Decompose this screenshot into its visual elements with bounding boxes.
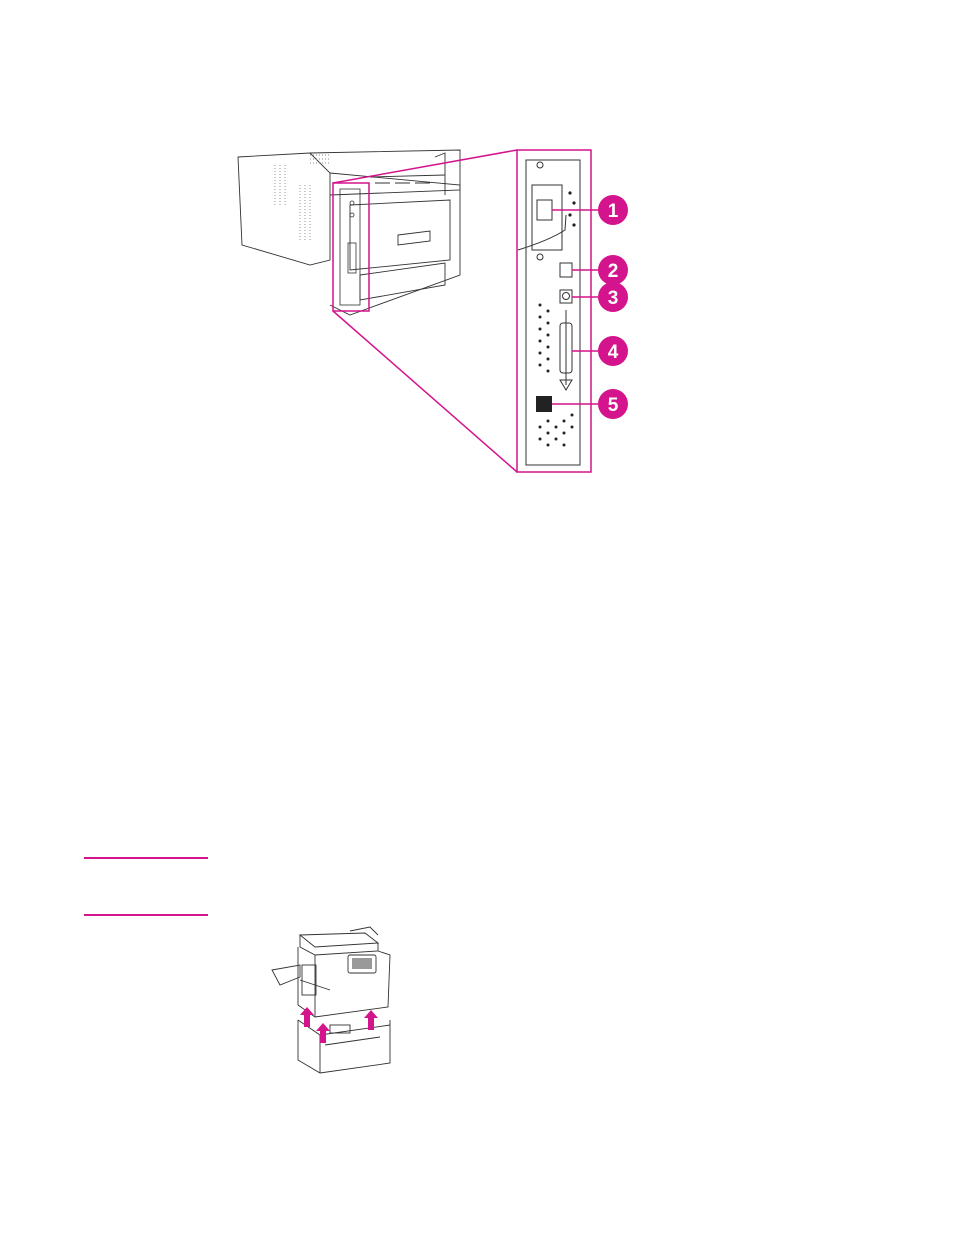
tray-removal-illustration [270, 925, 405, 1075]
callout-1: 1 [608, 201, 619, 222]
callout-5: 5 [608, 395, 619, 416]
interface-panel-highlight [333, 183, 369, 311]
callout-4: 4 [608, 342, 619, 363]
callout-2: 2 [608, 261, 619, 282]
note-rule-top [84, 857, 208, 859]
callout-3: 3 [608, 288, 619, 309]
note-rule-bottom [84, 914, 208, 916]
rear-interface-illustration: 1 2 3 4 5 [230, 145, 650, 480]
